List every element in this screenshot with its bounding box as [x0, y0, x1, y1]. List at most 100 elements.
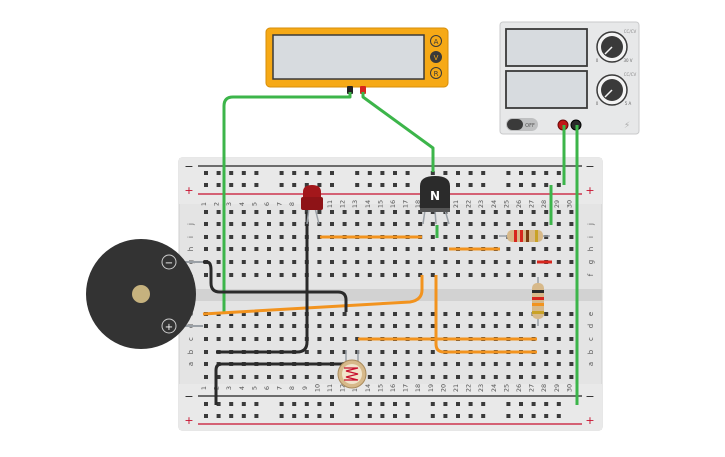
rail-hole[interactable] — [241, 414, 246, 418]
hole[interactable] — [204, 247, 208, 251]
hole[interactable] — [330, 273, 334, 277]
rail-hole[interactable] — [292, 414, 297, 418]
black-wire-ldr-ground[interactable] — [214, 362, 345, 405]
hole[interactable] — [456, 312, 460, 316]
hole[interactable] — [241, 337, 246, 341]
rail-hole[interactable] — [279, 183, 284, 187]
red-led[interactable] — [301, 185, 323, 225]
hole[interactable] — [430, 247, 435, 251]
hole[interactable] — [267, 235, 271, 239]
hole[interactable] — [418, 375, 423, 379]
hole[interactable] — [342, 260, 347, 264]
hole[interactable] — [216, 260, 221, 264]
hole[interactable] — [292, 312, 297, 316]
hole[interactable] — [342, 350, 347, 354]
hole[interactable] — [519, 247, 523, 251]
mode-r-button[interactable]: R — [430, 67, 442, 79]
hole[interactable] — [367, 375, 372, 379]
hole[interactable] — [267, 222, 271, 226]
rail-hole[interactable] — [556, 183, 561, 187]
hole[interactable] — [367, 260, 372, 264]
hole[interactable] — [204, 235, 208, 239]
hole[interactable] — [330, 324, 334, 328]
hole[interactable] — [556, 362, 561, 366]
rail-hole[interactable] — [254, 402, 259, 406]
hole[interactable] — [569, 235, 574, 239]
hole[interactable] — [317, 312, 322, 316]
hole[interactable] — [229, 235, 234, 239]
hole[interactable] — [506, 375, 511, 379]
hole[interactable] — [267, 260, 271, 264]
hole[interactable] — [241, 273, 246, 277]
hole[interactable] — [569, 337, 574, 341]
rail-hole[interactable] — [330, 402, 334, 406]
rail-hole[interactable] — [229, 414, 234, 418]
hole[interactable] — [481, 324, 486, 328]
orange-wire-buzzer-plus[interactable] — [202, 275, 424, 316]
hole[interactable] — [519, 273, 523, 277]
hole[interactable] — [342, 324, 347, 328]
hole[interactable] — [556, 324, 561, 328]
rail-hole[interactable] — [405, 183, 410, 187]
hole[interactable] — [355, 350, 360, 354]
hole[interactable] — [216, 273, 221, 277]
hole[interactable] — [330, 260, 334, 264]
hole[interactable] — [254, 337, 259, 341]
rail-hole[interactable] — [317, 414, 322, 418]
rail-hole[interactable] — [468, 171, 473, 175]
rail-hole[interactable] — [380, 414, 385, 418]
hole[interactable] — [506, 362, 511, 366]
hole[interactable] — [229, 337, 234, 341]
hole[interactable] — [405, 362, 410, 366]
hole[interactable] — [493, 362, 498, 366]
hole[interactable] — [493, 324, 498, 328]
hole[interactable] — [279, 273, 284, 277]
rail-hole[interactable] — [380, 402, 385, 406]
rail-hole[interactable] — [216, 171, 221, 175]
voltage-knob[interactable] — [596, 31, 628, 63]
hole[interactable] — [531, 260, 536, 264]
hole[interactable] — [355, 260, 360, 264]
hole[interactable] — [418, 247, 423, 251]
rail-hole[interactable] — [367, 171, 372, 175]
hole[interactable] — [380, 324, 385, 328]
hole[interactable] — [317, 235, 322, 239]
mode-v-button[interactable]: V — [430, 51, 442, 63]
hole[interactable] — [254, 235, 259, 239]
hole[interactable] — [569, 362, 574, 366]
green-wire-meter-black[interactable] — [222, 92, 352, 314]
hole[interactable] — [481, 312, 486, 316]
hole[interactable] — [430, 362, 435, 366]
hole[interactable] — [519, 260, 523, 264]
hole[interactable] — [342, 312, 347, 316]
rail-hole[interactable] — [556, 402, 561, 406]
rail-hole[interactable] — [304, 414, 309, 418]
hole[interactable] — [556, 210, 561, 214]
rail-hole[interactable] — [531, 171, 536, 175]
hole[interactable] — [330, 210, 334, 214]
hole[interactable] — [380, 273, 385, 277]
hole[interactable] — [430, 350, 435, 354]
hole[interactable] — [544, 222, 549, 226]
hole[interactable] — [443, 247, 448, 251]
hole[interactable] — [216, 222, 221, 226]
hole[interactable] — [367, 324, 372, 328]
hole[interactable] — [317, 350, 322, 354]
hole[interactable] — [380, 260, 385, 264]
hole[interactable] — [468, 210, 473, 214]
hole[interactable] — [204, 222, 208, 226]
rail-hole[interactable] — [519, 414, 523, 418]
hole[interactable] — [468, 235, 473, 239]
hole[interactable] — [342, 222, 347, 226]
hole[interactable] — [229, 273, 234, 277]
rail-hole[interactable] — [355, 402, 360, 406]
hole[interactable] — [481, 235, 486, 239]
hole[interactable] — [380, 222, 385, 226]
hole[interactable] — [493, 260, 498, 264]
hole[interactable] — [556, 235, 561, 239]
hole[interactable] — [456, 210, 460, 214]
hole[interactable] — [519, 222, 523, 226]
hole[interactable] — [544, 337, 549, 341]
hole[interactable] — [569, 247, 574, 251]
hole[interactable] — [456, 260, 460, 264]
